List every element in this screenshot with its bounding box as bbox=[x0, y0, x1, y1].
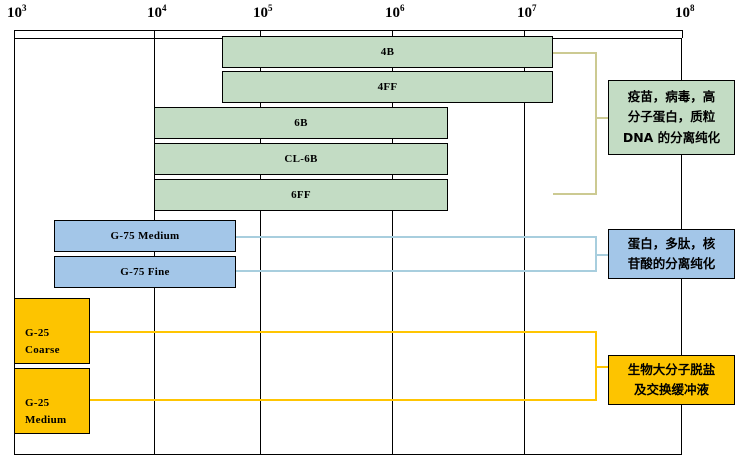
axis-tick-mark bbox=[14, 30, 15, 38]
callout-line: 苷酸的分离纯化 bbox=[627, 256, 716, 271]
media-bar[interactable]: G-75 Fine bbox=[54, 256, 236, 288]
callout-line: 生物大分子脱盐 bbox=[627, 361, 716, 377]
gridline bbox=[524, 38, 525, 455]
media-bar[interactable]: 4B bbox=[222, 36, 553, 68]
axis-tick-label: 107 bbox=[517, 3, 537, 21]
media-bar-label: 6B bbox=[294, 117, 308, 129]
media-bar[interactable]: 6B bbox=[154, 107, 448, 139]
axis-tick-label: 108 bbox=[675, 3, 695, 21]
axis-tick-label: 106 bbox=[385, 3, 405, 21]
callout-line: 蛋白，多肽，核 bbox=[627, 235, 716, 251]
connector-stub-green bbox=[597, 117, 608, 119]
connector-bracket-green bbox=[553, 52, 597, 195]
callout-line: DNA 的分离纯化 bbox=[622, 129, 721, 145]
media-bar-label: 6FF bbox=[291, 189, 311, 201]
gridline bbox=[392, 38, 393, 455]
media-bar-label: G-75 Fine bbox=[120, 266, 170, 278]
axis-tick-label: 105 bbox=[253, 3, 273, 21]
media-bar-label: 4FF bbox=[377, 81, 398, 93]
axis-tick-mark bbox=[260, 30, 261, 38]
axis-tick-label: 104 bbox=[147, 3, 167, 21]
desalting-media-label-line2: Medium bbox=[25, 414, 67, 427]
connector-bracket-blue bbox=[236, 236, 597, 272]
axis-tick-mark bbox=[154, 30, 155, 38]
desalting-media-label-line1: G-25 bbox=[25, 327, 50, 339]
desalting-media-label-line2: Coarse bbox=[25, 344, 60, 357]
connector-stub-gold bbox=[597, 366, 608, 368]
media-bar-label: 4B bbox=[380, 46, 395, 58]
media-bar[interactable]: 4FF bbox=[222, 71, 553, 103]
application-callout-green: 疫苗，病毒，高分子蛋白，质粒 DNA 的分离纯化 bbox=[608, 80, 735, 155]
axis-tick-mark bbox=[524, 30, 525, 38]
media-bar-label: G-75 Medium bbox=[110, 230, 180, 242]
connector-stub-blue bbox=[597, 254, 608, 256]
media-bar-label: CL-6B bbox=[284, 153, 318, 165]
axis-tick-mark bbox=[682, 30, 683, 38]
media-bar[interactable]: 6FF bbox=[154, 179, 448, 211]
media-bar[interactable]: G-75 Medium bbox=[54, 220, 236, 252]
connector-bracket-gold bbox=[90, 331, 597, 401]
callout-line: 疫苗，病毒，高 bbox=[627, 89, 716, 105]
axis-tick-mark bbox=[392, 30, 393, 38]
application-callout-blue: 蛋白，多肽，核苷酸的分离纯化 bbox=[608, 229, 735, 279]
application-callout-gold: 生物大分子脱盐及交换缓冲液 bbox=[608, 355, 735, 405]
gridline bbox=[260, 38, 261, 455]
axis-tick-label: 103 bbox=[7, 3, 27, 21]
callout-line: 及交换缓冲液 bbox=[633, 382, 709, 397]
media-bar[interactable]: CL-6B bbox=[154, 143, 448, 175]
axis-line bbox=[14, 30, 682, 31]
callout-line: 分子蛋白，质粒 bbox=[627, 109, 716, 125]
desalting-media-label-line1: G-25 bbox=[25, 397, 50, 409]
